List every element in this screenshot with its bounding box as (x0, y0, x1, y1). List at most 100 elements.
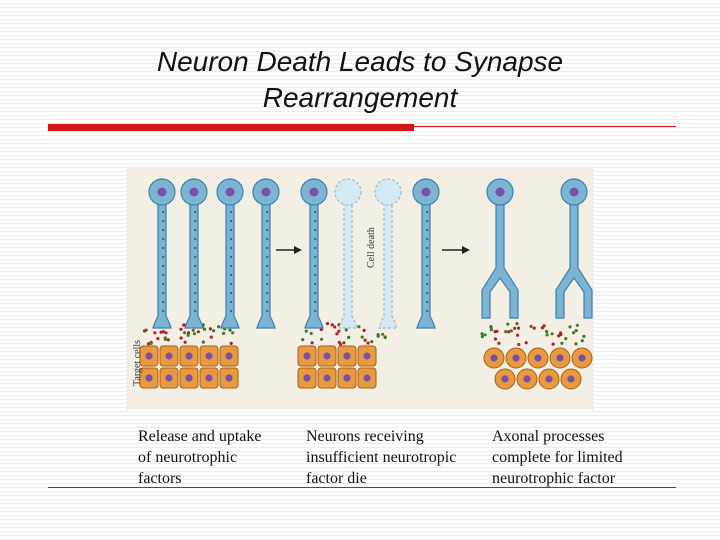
neurotrophic-factor-dot (179, 327, 183, 331)
neurotrophic-factor-dot (228, 328, 232, 332)
cell-death-label: Cell death (366, 227, 377, 268)
target-cells-layer (139, 345, 593, 390)
caption-line: factor die (306, 470, 367, 487)
neurotrophic-factor-dot (480, 335, 484, 339)
target-cell-nucleus (205, 352, 213, 360)
neuron-axon (152, 197, 172, 329)
vesicle-dot (426, 309, 429, 313)
vesicle-dot (162, 282, 165, 286)
caption-release-uptake: Release and uptake of neurotrophic facto… (138, 426, 262, 489)
vesicle-dot (162, 210, 165, 214)
vesicle-dot (266, 228, 269, 232)
neurotrophic-factor-dot (524, 341, 528, 345)
vesicle-dot (266, 282, 269, 286)
neurotrophic-factor-layer (143, 321, 586, 347)
neurotrophic-factor-dot (222, 331, 226, 335)
vesicle-dot (266, 210, 269, 214)
neurotrophic-factor-dot (516, 333, 520, 337)
vesicle-dot (266, 219, 269, 223)
neurotrophic-factor-dot (209, 335, 213, 339)
dead-neuron (334, 178, 362, 329)
neuron-axon (416, 197, 436, 329)
vesicle-dot (426, 300, 429, 304)
neurotrophic-factor-dot (319, 327, 323, 332)
neurotrophic-factor-dot (513, 326, 517, 330)
neurotrophic-factor-dot (370, 340, 374, 344)
vesicle-dot (230, 210, 233, 214)
neuron (252, 178, 280, 329)
neurotrophic-factor-dot (337, 329, 341, 333)
neurotrophic-factor-dot (304, 329, 308, 333)
vesicle-dot (162, 300, 165, 304)
vesicle-dot (426, 237, 429, 241)
title-line-2: Rearrangement (262, 82, 458, 113)
caption-axonal-processes: Axonal processes complete for limited ne… (492, 426, 623, 489)
neuron-diagram: Target cells Cell death (126, 168, 594, 410)
neurotrophic-factor-dot (517, 326, 521, 330)
neurotrophic-factor-dot (153, 331, 157, 335)
neurotrophic-factor-dot (366, 341, 370, 345)
target-cell-nucleus (578, 354, 586, 362)
target-cell-nucleus (567, 375, 575, 383)
vesicle-dot (194, 300, 197, 304)
vesicle-dot (194, 237, 197, 241)
vesicle-dot (266, 309, 269, 313)
neurotrophic-factor-dot (335, 332, 339, 336)
neurotrophic-factor-dot (310, 341, 314, 345)
neurotrophic-factor-dot (344, 328, 348, 332)
neurotrophic-factor-dot (493, 337, 498, 341)
target-cell-nucleus (145, 352, 153, 360)
neurotrophic-factor-dot (182, 323, 186, 327)
vesicle-dot (194, 264, 197, 268)
vesicle-dot (230, 291, 233, 295)
target-cell-nucleus (225, 374, 233, 382)
neurotrophic-factor-dot (363, 338, 367, 342)
vesicle-dot (426, 255, 429, 259)
caption-line: neurotrophic factor (492, 470, 616, 487)
caption-neurons-die: Neurons receiving insufficient neurotrop… (306, 426, 456, 489)
vesicle-dot (314, 264, 317, 268)
neuron-axon (378, 197, 398, 329)
vesicle-dot (230, 309, 233, 313)
neuron-nucleus (157, 187, 167, 197)
target-cell-nucleus (512, 354, 520, 362)
vesicle-dot (230, 273, 233, 277)
target-cell-nucleus (145, 374, 153, 382)
target-cell-nucleus (545, 375, 553, 383)
neuron-axon (555, 197, 593, 319)
vesicle-dot (194, 246, 197, 250)
vesicle-dot (266, 264, 269, 268)
neurotrophic-factor-dot (362, 328, 366, 332)
neurotrophic-factor-dot (545, 329, 549, 334)
dead-neuron (374, 178, 402, 329)
vesicle-dot (194, 255, 197, 259)
neurotrophic-factor-dot (143, 329, 147, 333)
vesicle-dot (194, 219, 197, 223)
target-cell-nucleus (343, 352, 351, 360)
vesicle-dot (426, 228, 429, 232)
vesicle-dot (314, 228, 317, 232)
target-cell-nucleus (205, 374, 213, 382)
neurotrophic-factor-dot (559, 333, 563, 337)
vesicle-dot (314, 246, 317, 250)
neurotrophic-factor-dot (201, 340, 205, 344)
neuron-soma (334, 178, 362, 206)
neurotrophic-factor-dot (568, 325, 572, 329)
vesicle-dot (426, 210, 429, 214)
neurotrophic-factor-dot (217, 325, 221, 329)
target-cell-nucleus (501, 375, 509, 383)
title-divider-line (414, 126, 676, 127)
vesicle-dot (314, 291, 317, 295)
neuron-nucleus (421, 187, 431, 197)
branched-neuron (481, 178, 519, 319)
neuron-nucleus (309, 187, 319, 197)
neurotrophic-factor-dot (483, 333, 487, 337)
neurotrophic-factor-dot (309, 331, 313, 336)
neurotrophic-factor-dot (495, 329, 499, 333)
neurotrophic-factor-dot (376, 334, 380, 338)
neurotrophic-factor-dot (582, 334, 586, 338)
target-cell-nucleus (363, 374, 371, 382)
vesicle-dot (314, 300, 317, 304)
vesicle-dot (230, 282, 233, 286)
neurotrophic-factor-dot (212, 329, 216, 333)
